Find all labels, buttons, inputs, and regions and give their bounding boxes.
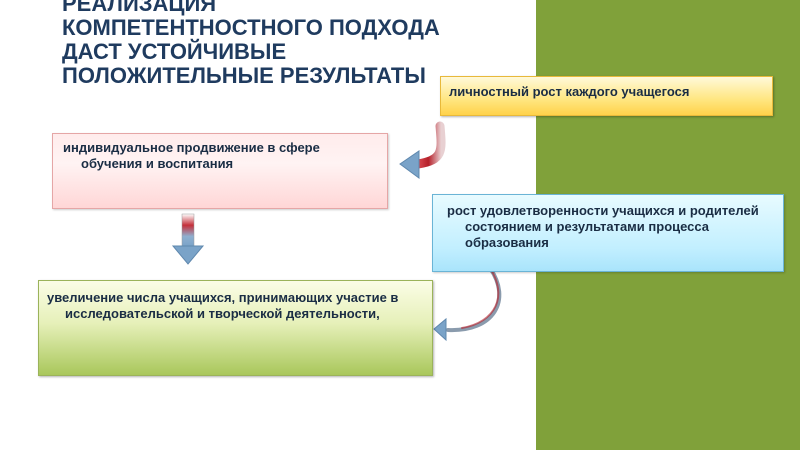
slide-title: РЕАЛИЗАЦИЯ КОМПЕТЕНТНОСТНОГО ПОДХОДА ДАС… bbox=[62, 0, 532, 88]
arrow-blue-to-green bbox=[433, 266, 502, 342]
box-participation-increase: увеличение числа учащихся, принимающих у… bbox=[38, 280, 433, 376]
personal-growth-text: личностный рост каждого учащегося bbox=[449, 84, 690, 99]
box-personal-growth: личностный рост каждого учащегося bbox=[440, 76, 773, 116]
arrow-pink-to-green bbox=[171, 213, 205, 265]
box-individual-progress: индивидуальное продвижение в сфере обуче… bbox=[52, 133, 388, 209]
arrow-yellow-to-pink bbox=[399, 121, 446, 179]
title-line-3: ДАСТ УСТОЙЧИВЫЕ bbox=[62, 39, 287, 64]
individual-progress-text: индивидуальное продвижение в сфере обуче… bbox=[63, 140, 320, 171]
participation-increase-text: увеличение числа учащихся, принимающих у… bbox=[47, 290, 399, 321]
title-line-4: ПОЛОЖИТЕЛЬНЫЕ РЕЗУЛЬТАТЫ bbox=[62, 63, 426, 88]
box-satisfaction-growth: рост удовлетворенности учащихся и родите… bbox=[432, 194, 784, 272]
title-line-2: КОМПЕТЕНТНОСТНОГО ПОДХОДА bbox=[62, 15, 440, 40]
satisfaction-growth-text: рост удовлетворенности учащихся и родите… bbox=[447, 203, 759, 250]
title-line-1: РЕАЛИЗАЦИЯ bbox=[62, 0, 217, 16]
